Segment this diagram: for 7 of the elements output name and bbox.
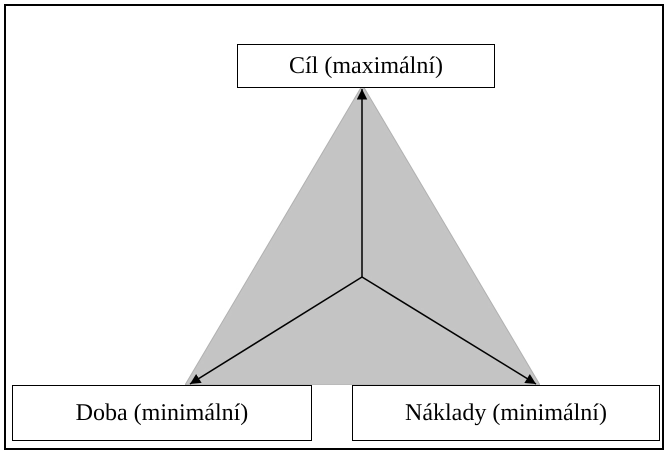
label-box: Doba (minimální) xyxy=(12,385,312,441)
label-box: Cíl (maximální) xyxy=(237,44,495,88)
label-box: Náklady (minimální) xyxy=(352,385,660,441)
arrow xyxy=(362,276,536,385)
arrow xyxy=(190,276,362,385)
triangle-shape xyxy=(185,85,540,385)
arrow xyxy=(356,89,368,277)
